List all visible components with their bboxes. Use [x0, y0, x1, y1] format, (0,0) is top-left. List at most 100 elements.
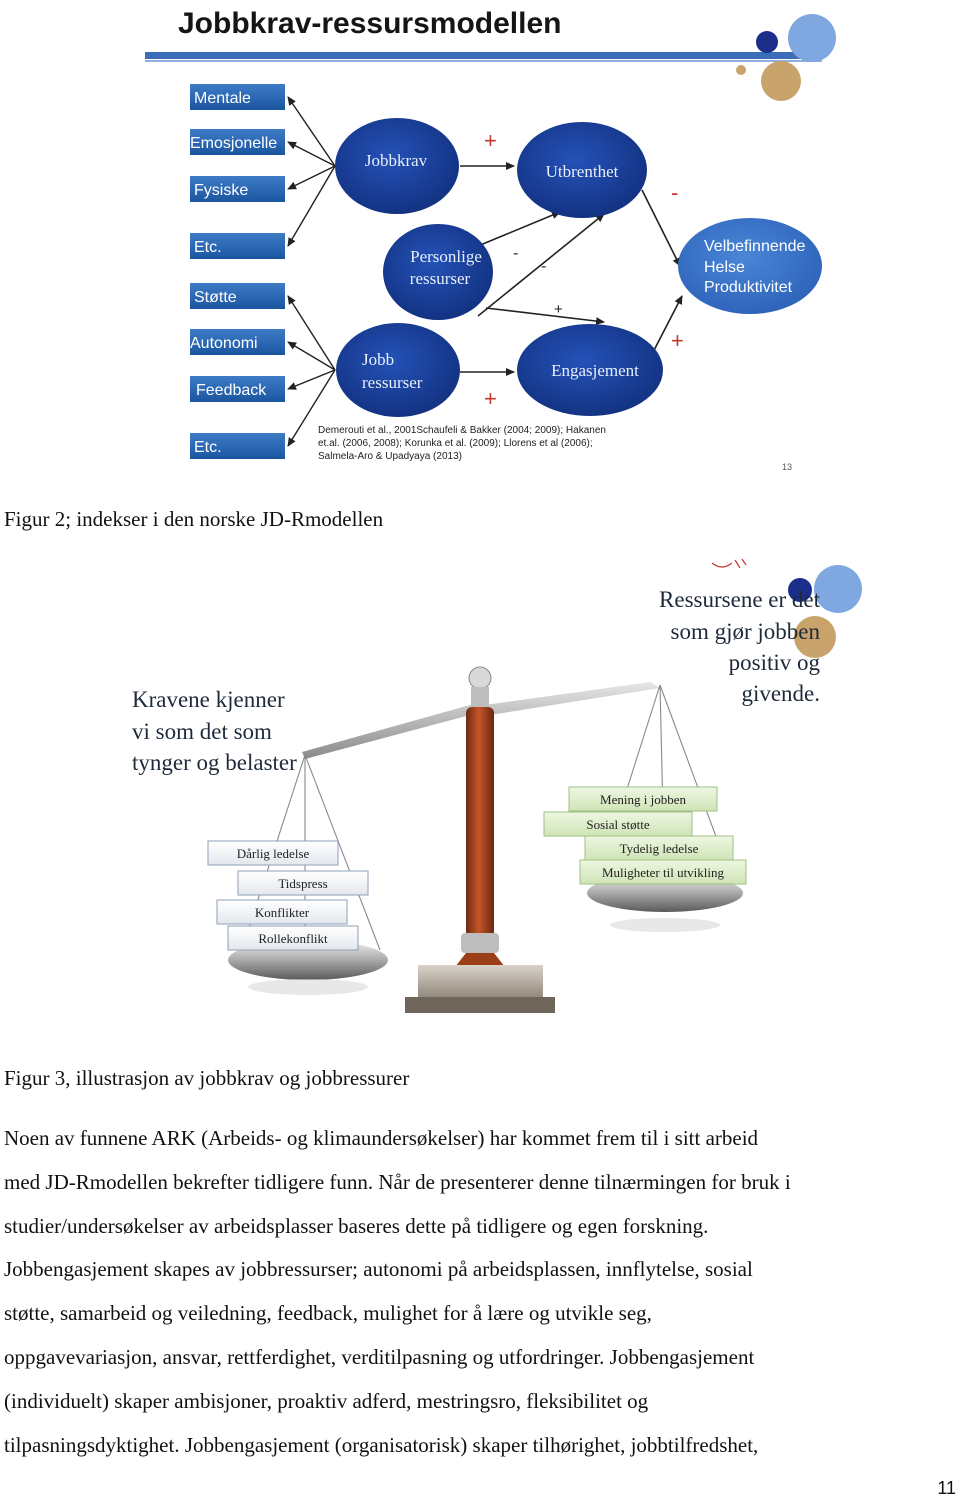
demand-label-tag: Tidspress: [237, 870, 369, 896]
resource-label-tag: Tydelig ledelse: [584, 835, 734, 861]
jobbkrav-label: Jobbkrav: [365, 151, 428, 170]
demand-label: Fysiske: [194, 182, 248, 199]
citation-line: Salmela-Aro & Upadyaya (2013): [318, 451, 462, 462]
paragraph-line: tilpasningsdyktighet. Jobbengasjement (o…: [4, 1432, 759, 1457]
engasjement-label: Engasjement: [551, 361, 639, 380]
decor-dot-tan-large: [761, 61, 801, 101]
resource-arrows: [287, 295, 336, 447]
demand-box: Etc.: [190, 233, 285, 259]
resource-label-tag: Muligheter til utvikling: [579, 859, 747, 885]
model-arrows: [460, 162, 683, 376]
sign-minus: -: [671, 180, 678, 205]
personlige-ressurser-circle: Personlige ressurser: [383, 224, 493, 320]
personlige-label-line2: ressurser: [410, 269, 471, 288]
demand-label-tag: Dårlig ledelse: [207, 840, 339, 866]
decor-dot-blue: [788, 14, 836, 62]
resources-caption-line: som gjør jobben: [671, 619, 821, 644]
resources-caption-line: Ressursene er det: [659, 587, 821, 612]
sign-plus: +: [671, 328, 684, 353]
scale-top-collar: [471, 687, 489, 709]
decor-dot-blue: [814, 565, 862, 613]
scale-pole-foot: [455, 953, 505, 967]
title-underline: [145, 52, 822, 59]
outcome-circle: Velbefinnende Helse Produktivitet: [678, 218, 822, 314]
jobb-label-line1: Jobb: [362, 350, 394, 369]
right-pan-shadow: [610, 918, 720, 932]
demands-caption-line: vi som det som: [132, 719, 272, 744]
outcome-label-line1: Velbefinnende: [704, 238, 806, 255]
sign-plus: +: [484, 386, 497, 411]
scale-pole: [466, 707, 494, 947]
scale-beam: [302, 682, 660, 759]
scale-base-top: [418, 965, 543, 999]
outcome-label-line3: Produktivitet: [704, 279, 793, 296]
demand-tag-text: Tidspress: [278, 876, 327, 891]
resource-box: Feedback: [190, 376, 285, 402]
demand-box: Fysiske: [190, 176, 285, 202]
figure-caption-2: Figur 3, illustrasjon av jobbkrav og job…: [4, 1066, 410, 1090]
decor-dot-tan: [794, 616, 836, 658]
page-number: 11: [937, 1478, 956, 1498]
paragraph-line: oppgavevariasjon, ansvar, rettferdighet,…: [4, 1344, 755, 1369]
left-pan-shadow: [248, 979, 368, 995]
resource-tag-text: Muligheter til utvikling: [602, 865, 725, 880]
demand-arrows: [287, 96, 336, 247]
body-paragraph: Noen av funnene ARK (Arbeids- og klimaun…: [4, 1117, 956, 1467]
demands-caption-line: tynger og belaster: [132, 750, 297, 775]
demand-tag-text: Dårlig ledelse: [237, 846, 310, 861]
demands-caption-line: Kravene kjenner: [132, 687, 285, 712]
utbrenthet-circle: Utbrenthet: [517, 122, 647, 218]
personlige-label-line1: Personlige: [410, 247, 482, 266]
utbrenthet-label: Utbrenthet: [546, 162, 619, 181]
resource-box: Støtte: [190, 283, 285, 309]
jdr-model-figure: Jobbkrav-ressursmodellen Mentale Emosjon…: [145, 7, 836, 472]
jobbkrav-circle: Jobbkrav: [335, 118, 459, 214]
sign-minus: -: [541, 258, 546, 275]
demand-label: Etc.: [194, 239, 222, 256]
handwritten-mark: [711, 558, 747, 569]
engasjement-circle: Engasjement: [517, 324, 663, 416]
figure1-title: Jobbkrav-ressursmodellen: [178, 7, 561, 40]
resource-tag-text: Mening i jobben: [600, 792, 686, 807]
demand-tag-text: Konflikter: [255, 905, 310, 920]
scale-base-bottom: [405, 997, 555, 1013]
paragraph-line: (individuelt) skaper ambisjoner, proakti…: [4, 1388, 649, 1413]
resource-label-tag: Mening i jobben: [568, 786, 718, 812]
paragraph-line: Jobbengasjement skapes av jobbressurser;…: [4, 1257, 753, 1282]
resource-tag-text: Sosial støtte: [586, 817, 649, 832]
resource-label-tag: Sosial støtte: [543, 811, 693, 837]
scale-pole-collar: [461, 933, 499, 953]
demand-label: Mentale: [194, 90, 251, 107]
decor-dot-tan-small: [736, 65, 746, 75]
citation-line: Demerouti et al., 2001Schaufeli & Bakker…: [318, 425, 606, 436]
resources-caption-line: givende.: [741, 681, 820, 706]
paragraph-line: Noen av funnene ARK (Arbeids- og klimaun…: [4, 1126, 759, 1150]
demand-box: Emosjonelle: [190, 129, 285, 155]
demand-tag-text: Rollekonflikt: [258, 931, 328, 946]
paragraph-line: med JD-Rmodellen bekrefter tidligere fun…: [4, 1169, 791, 1194]
citation-line: et.al. (2006, 2008); Korunka et al. (200…: [318, 438, 593, 449]
outcome-label-line2: Helse: [704, 259, 745, 276]
decor-dot-navy: [756, 31, 778, 53]
slide-number: 13: [782, 462, 792, 472]
jobb-label-line2: ressurser: [362, 373, 423, 392]
demand-label-tag: Rollekonflikt: [227, 925, 359, 951]
demand-label: Emosjonelle: [190, 135, 277, 152]
resources-caption-line: positiv og: [729, 650, 821, 675]
demand-box: Mentale: [190, 84, 285, 110]
resource-label: Autonomi: [190, 335, 258, 352]
resource-box: Etc.: [190, 433, 285, 459]
paragraph-line: støtte, samarbeid og veiledning, feedbac…: [4, 1301, 652, 1326]
scale-knob: [468, 666, 492, 690]
sign-plus: +: [554, 301, 563, 318]
resource-label: Feedback: [196, 382, 267, 399]
balance-scale-figure: Ressursene er det som gjør jobben positi…: [132, 558, 862, 1013]
jobb-ressurser-circle: Jobb ressurser: [336, 323, 460, 417]
sign-plus: +: [484, 128, 497, 153]
resource-label: Støtte: [194, 289, 237, 306]
demand-label-tag: Konflikter: [216, 899, 348, 925]
resource-tag-text: Tydelig ledelse: [620, 841, 699, 856]
figure-caption-1: Figur 2; indekser i den norske JD-Rmodel…: [4, 507, 384, 531]
resource-label: Etc.: [194, 439, 222, 456]
sign-minus: -: [513, 245, 518, 262]
